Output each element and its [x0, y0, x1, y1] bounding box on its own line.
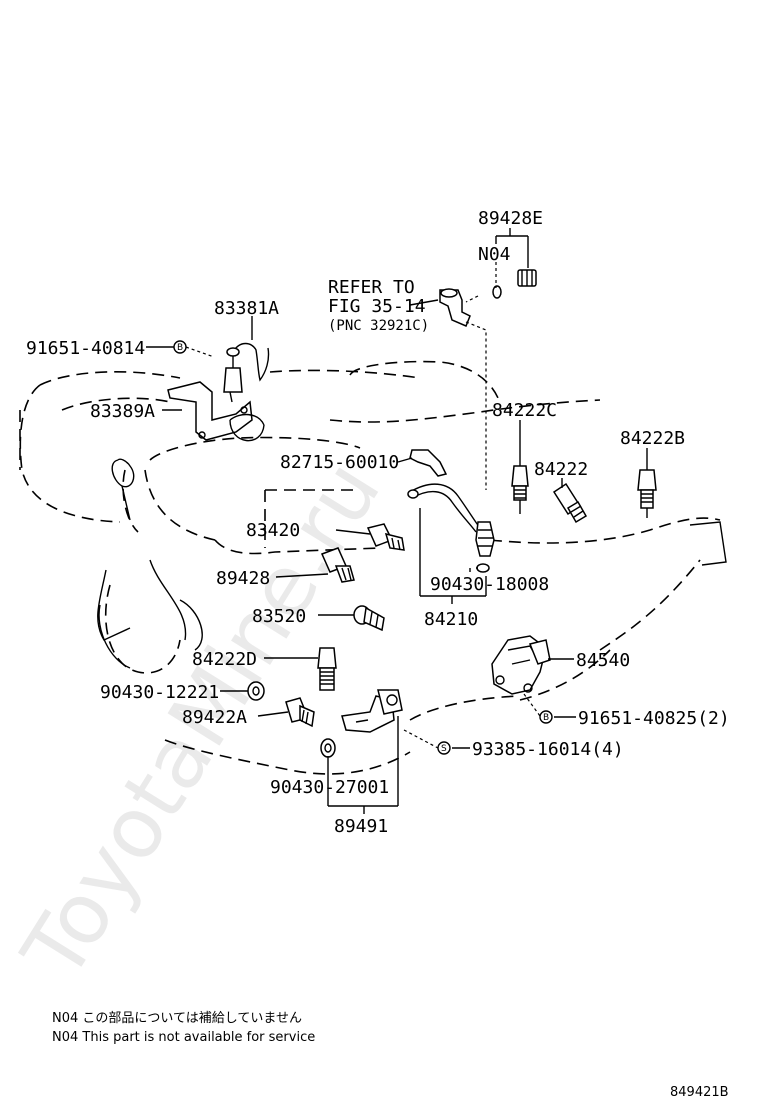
refer-line1: REFER TO — [328, 277, 415, 298]
part-82715-60010 — [409, 449, 448, 477]
refer-line3: (PNC 32921C) — [328, 318, 429, 334]
part-83381A — [223, 342, 270, 403]
note-english: N04 This part is not available for servi… — [52, 1030, 315, 1045]
callout-89491: 89491 — [334, 816, 388, 837]
leader-lines — [146, 228, 648, 814]
part-filler-cap — [229, 413, 265, 442]
part-84540 — [491, 635, 551, 695]
callout-84222C: 84222C — [492, 400, 557, 421]
part-83420 — [366, 523, 405, 551]
screw-badge: S — [437, 741, 451, 755]
part-89422A — [285, 697, 315, 728]
part-89491 — [341, 689, 403, 733]
bolt-badge-2: B — [539, 710, 553, 724]
part-89428 — [320, 547, 355, 583]
part-84222C — [511, 465, 529, 514]
callout-82715-60010: 82715-60010 — [280, 452, 399, 473]
callout-89428: 89428 — [216, 568, 270, 589]
callout-84222B: 84222B — [620, 428, 685, 449]
part-84222 — [552, 482, 588, 524]
refer-line2: FIG 35-14 — [328, 296, 426, 317]
part-refer-elbow — [439, 288, 471, 327]
cooling-fan — [97, 458, 203, 669]
engine-outline — [19, 360, 727, 775]
callout-N04: N04 — [478, 244, 511, 265]
callout-84222: 84222 — [534, 459, 588, 480]
note-japanese: N04 この部品については補給していません — [52, 1011, 302, 1026]
diagram-id: 849421B — [670, 1085, 729, 1100]
part-90430-12221-washer — [247, 681, 265, 701]
part-84210-harness — [407, 483, 495, 573]
bolt-badge-1: B — [173, 340, 187, 354]
callout-83520: 83520 — [252, 606, 306, 627]
callout-89428E: 89428E — [478, 208, 543, 229]
svg-text:B: B — [543, 713, 549, 723]
callout-93385-16014: 93385-16014(4) — [472, 739, 624, 760]
callout-84210: 84210 — [424, 609, 478, 630]
callout-90430-12221: 90430-12221 — [100, 682, 219, 703]
part-84222B — [637, 469, 657, 518]
callout-90430-18008: 90430-18008 — [430, 574, 549, 595]
callout-89422A: 89422A — [182, 707, 247, 728]
part-89428E — [492, 269, 537, 299]
callout-91651-40825: 91651-40825(2) — [578, 708, 730, 729]
callout-84222D: 84222D — [192, 649, 257, 670]
part-90430-27001-washer — [320, 738, 336, 758]
part-84222D — [317, 647, 337, 691]
part-83520 — [353, 605, 385, 632]
callout-83381A: 83381A — [214, 298, 279, 319]
callout-91651-40814: 91651-40814 — [26, 338, 145, 359]
svg-text:B: B — [177, 343, 183, 353]
callout-83420: 83420 — [246, 520, 300, 541]
callout-84540: 84540 — [576, 650, 630, 671]
callout-83389A: 83389A — [90, 401, 155, 422]
callout-90430-27001: 90430-27001 — [270, 777, 389, 798]
svg-text:S: S — [441, 744, 447, 754]
